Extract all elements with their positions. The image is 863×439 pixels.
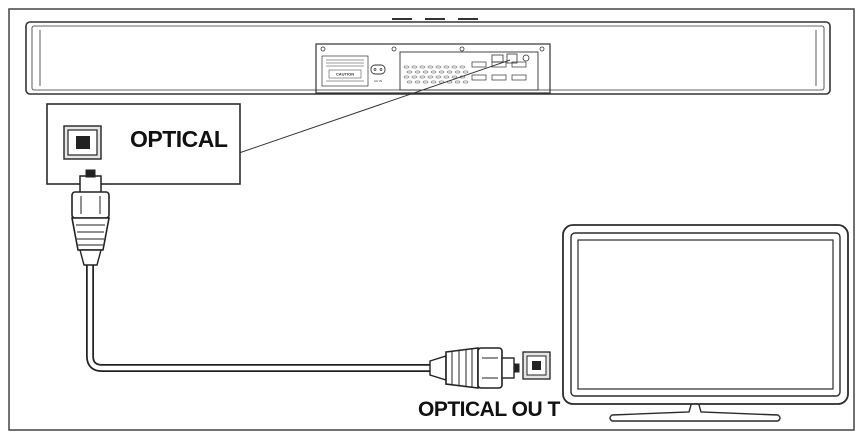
vent-slot xyxy=(451,75,458,79)
optical-port-icon xyxy=(522,351,551,380)
vent-slot xyxy=(459,65,466,69)
vent-slot xyxy=(427,65,434,69)
diagram-frame xyxy=(8,8,855,431)
vent-slot xyxy=(414,80,421,84)
optical-port-icon xyxy=(63,125,102,160)
vent-grid xyxy=(403,65,469,84)
callout-leader-line xyxy=(238,59,511,154)
vent-slot xyxy=(454,80,461,84)
optical-cable-inner xyxy=(87,264,432,371)
vent-slot xyxy=(446,70,453,74)
vent-slot xyxy=(422,70,429,74)
soundbar-icon xyxy=(25,18,831,95)
optical-plug-icon xyxy=(71,169,110,266)
vent-slot xyxy=(435,75,442,79)
vent-slot xyxy=(443,75,450,79)
optical-plug-icon xyxy=(429,347,520,389)
vent-slot xyxy=(403,65,410,69)
vent-slot xyxy=(454,70,461,74)
vent-slot xyxy=(403,75,410,79)
caution-marking: CAUTION xyxy=(336,72,354,77)
power-marking: AC IN xyxy=(374,79,382,83)
vent-slot xyxy=(406,80,413,84)
vent-slot xyxy=(419,65,426,69)
vent-slot xyxy=(451,65,458,69)
vent-slot xyxy=(427,75,434,79)
vent-slot xyxy=(419,75,426,79)
vent-slot xyxy=(435,65,442,69)
vent-slot xyxy=(430,80,437,84)
vent-slot xyxy=(411,65,418,69)
optical-cable xyxy=(86,264,432,372)
vent-slot xyxy=(430,70,437,74)
vent-slot xyxy=(462,70,469,74)
vent-slot xyxy=(414,70,421,74)
optical-output-label: OPTICAL OU T xyxy=(418,398,560,421)
vent-slot xyxy=(438,70,445,74)
vent-slot xyxy=(462,80,469,84)
vent-slot xyxy=(406,70,413,74)
vent-slot xyxy=(422,80,429,84)
optical-input-label: OPTICAL xyxy=(130,126,228,152)
vent-slot xyxy=(411,75,418,79)
vent-slot xyxy=(443,65,450,69)
tv-icon xyxy=(562,224,849,422)
